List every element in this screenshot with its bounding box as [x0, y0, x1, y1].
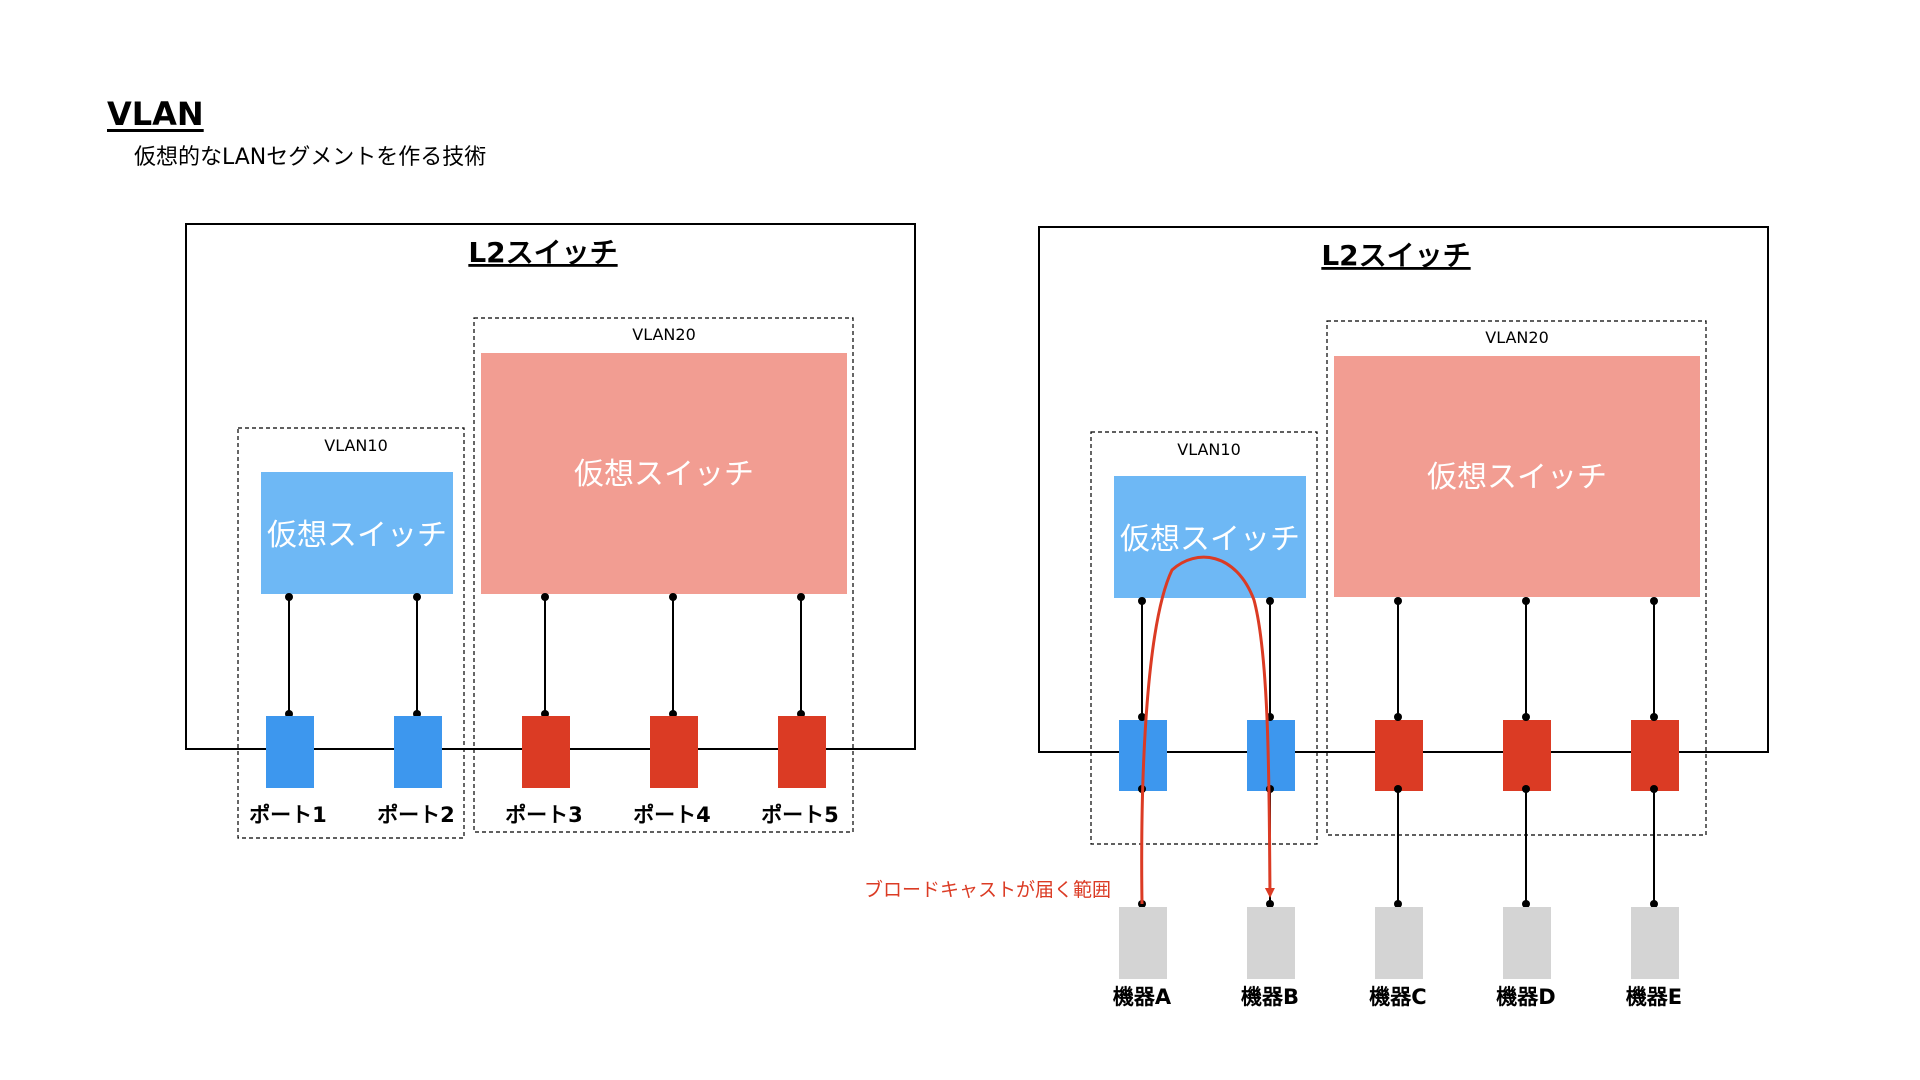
device-label-a: 機器A: [1113, 985, 1172, 1009]
port-4: [1503, 720, 1551, 791]
left-diagram: L2スイッチ VLAN20 仮想スイッチ VLAN10 仮想スイッチ: [185, 223, 916, 839]
vlan10-label: VLAN10: [1177, 440, 1241, 459]
device-label-e: 機器E: [1626, 985, 1682, 1009]
device-label-b: 機器B: [1241, 985, 1299, 1009]
port-3: [1375, 720, 1423, 791]
l2-switch-title: L2スイッチ: [1321, 239, 1470, 272]
vlan10-virtual-switch: [1114, 476, 1306, 598]
device-c: [1375, 907, 1423, 979]
device-label-d: 機器D: [1496, 985, 1555, 1009]
port-3: [522, 716, 570, 788]
vlan20-virtual-switch-label: 仮想スイッチ: [574, 457, 754, 492]
port-5: [1631, 720, 1679, 791]
port-1: [266, 716, 314, 788]
device-e: [1631, 907, 1679, 979]
broadcast-label: ブロードキャストが届く範囲: [864, 878, 1111, 901]
port-label-4: ポート4: [633, 803, 711, 827]
port-label-3: ポート3: [505, 803, 583, 827]
page-title: VLAN: [107, 95, 204, 133]
port-5: [778, 716, 826, 788]
vlan20-group: [1326, 320, 1707, 836]
device-a: [1119, 907, 1167, 979]
vlan10-group: [237, 427, 465, 839]
broadcast-arrow: [1140, 555, 1275, 905]
vlan10-virtual-switch-label: 仮想スイッチ: [1120, 522, 1300, 557]
port-connections: [288, 597, 802, 714]
port-4: [650, 716, 698, 788]
vlan10-virtual-switch: [261, 472, 453, 594]
connection-dots: [1138, 597, 1658, 908]
port-label-1: ポート1: [249, 803, 327, 827]
vlan20-label: VLAN20: [632, 325, 696, 344]
vlan10-label: VLAN10: [324, 436, 388, 455]
right-diagram: L2スイッチ VLAN20 仮想スイッチ VLAN10 仮想スイッチ: [864, 226, 1769, 1009]
vlan20-virtual-switch: [1334, 356, 1700, 597]
l2-switch-title: L2スイッチ: [468, 236, 617, 269]
page-subtitle: 仮想的なLANセグメントを作る技術: [134, 145, 487, 170]
vlan10-virtual-switch-label: 仮想スイッチ: [267, 518, 447, 553]
device-d: [1503, 907, 1551, 979]
port-label-5: ポート5: [761, 803, 839, 827]
vlan20-virtual-switch-label: 仮想スイッチ: [1427, 460, 1607, 495]
port-2: [1247, 720, 1295, 791]
vlan20-group: [473, 317, 854, 833]
device-b: [1247, 907, 1295, 979]
vlan10-group: [1090, 431, 1318, 845]
vlan20-virtual-switch: [481, 353, 847, 594]
port-2: [394, 716, 442, 788]
port-label-2: ポート2: [377, 803, 455, 827]
vlan20-label: VLAN20: [1485, 328, 1549, 347]
device-label-c: 機器C: [1369, 985, 1426, 1009]
